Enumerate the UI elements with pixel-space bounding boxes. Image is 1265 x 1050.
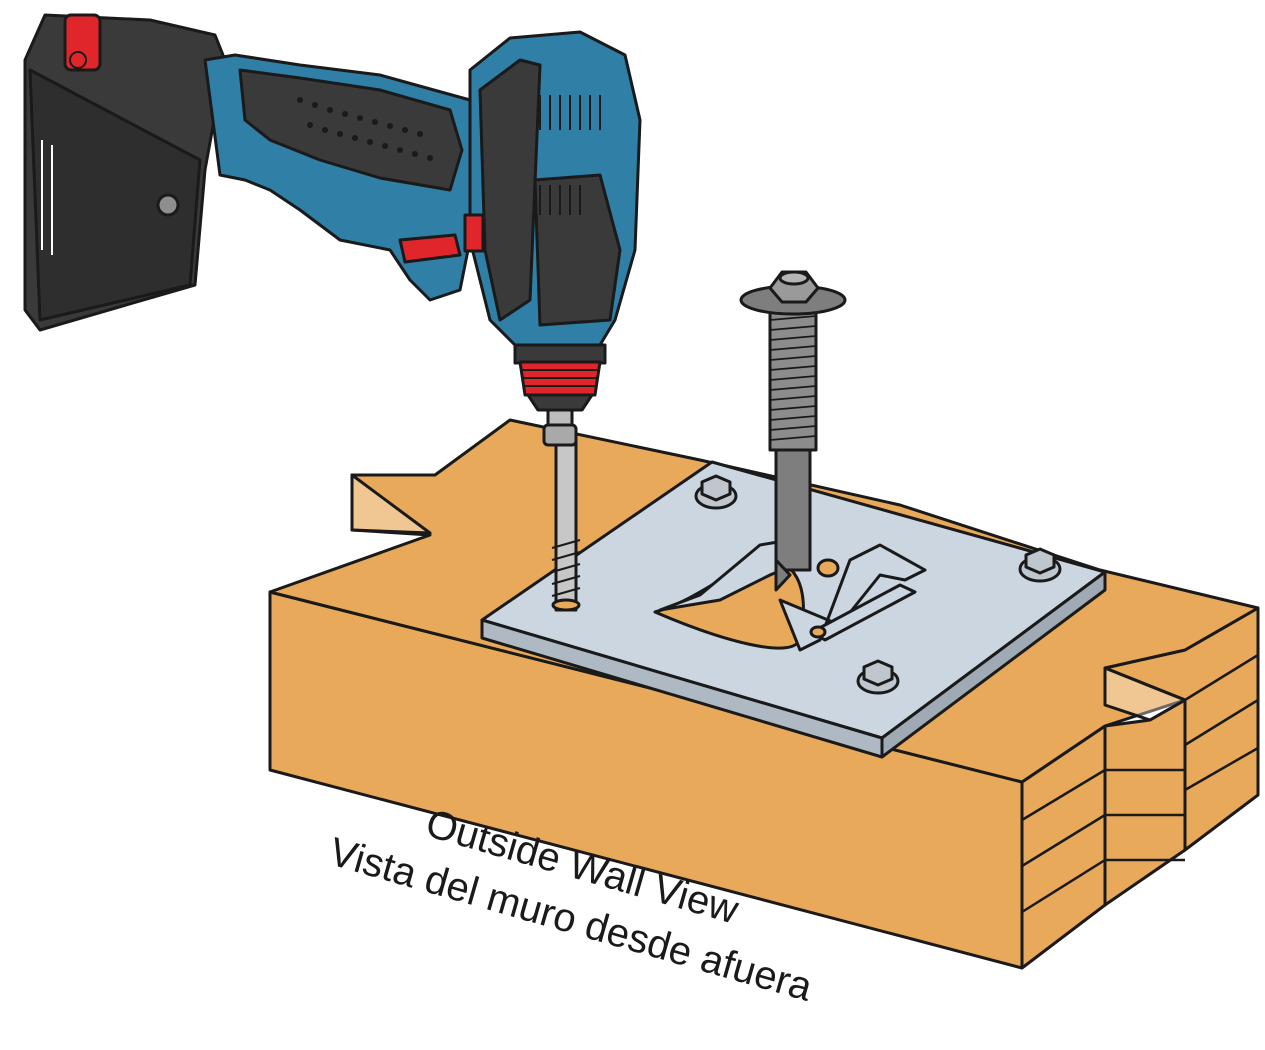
anchor-bolt-icon [739, 270, 847, 592]
steel-plate-icon [480, 460, 1107, 759]
hex-nut-icon [694, 474, 1062, 695]
cordless-impact-driver-icon [23, 13, 642, 447]
screw-icon [551, 438, 581, 612]
